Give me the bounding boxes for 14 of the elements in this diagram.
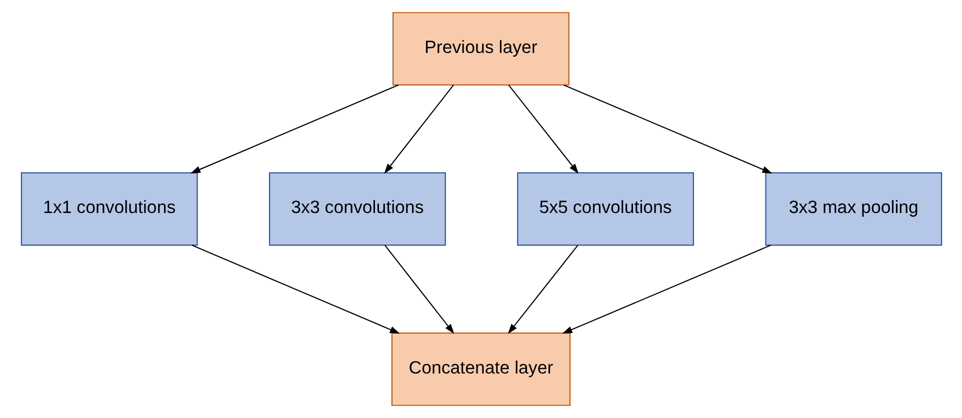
arrow xyxy=(562,84,772,174)
node-box: 5x5 convolutions xyxy=(516,172,694,246)
node-box: 1x1 convolutions xyxy=(20,172,198,246)
arrow xyxy=(507,244,578,334)
arrow xyxy=(190,84,398,174)
arrow xyxy=(384,244,454,334)
node-box: 3x3 convolutions xyxy=(268,172,446,246)
node-box: Previous layer xyxy=(392,12,569,86)
node-box: 3x3 max pooling xyxy=(764,172,942,246)
node-box: Concatenate layer xyxy=(390,332,570,406)
arrow xyxy=(191,244,400,334)
arrow xyxy=(562,244,771,334)
arrow xyxy=(384,84,454,174)
arrow xyxy=(508,84,578,174)
